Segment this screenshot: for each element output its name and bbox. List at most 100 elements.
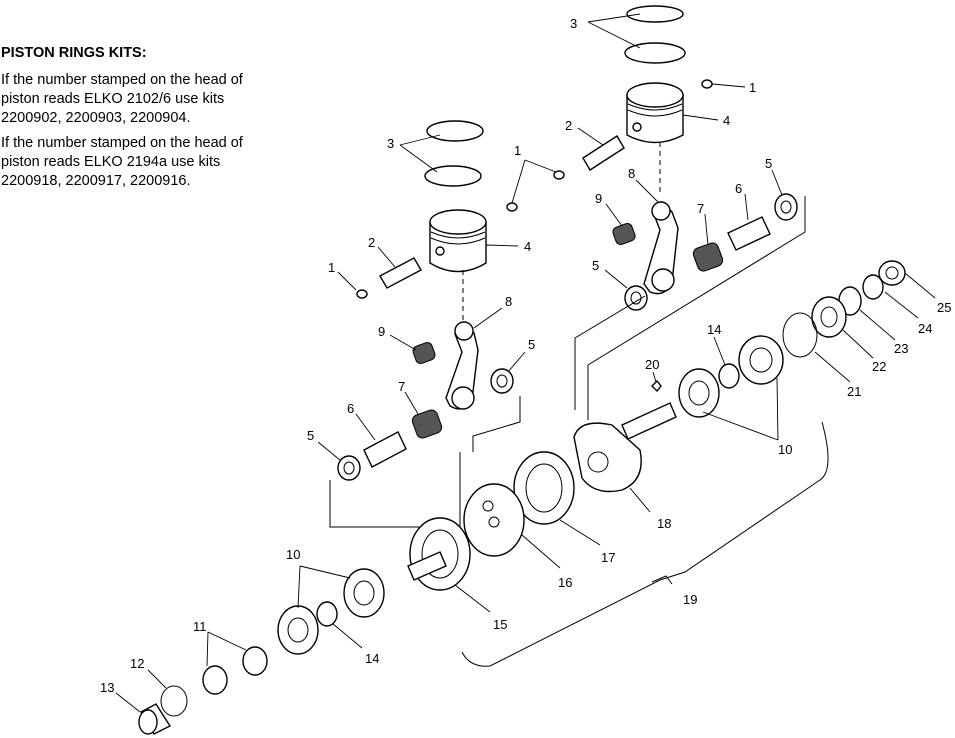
washer-11-left bbox=[202, 665, 228, 695]
needle-bearing-left-big bbox=[411, 409, 443, 439]
seal-13-face bbox=[138, 709, 158, 735]
piston-ring-top-2 bbox=[624, 42, 686, 64]
callout-22: 22 bbox=[872, 359, 886, 374]
crank-web-15-inner bbox=[421, 529, 459, 579]
rod-big-end-upper bbox=[651, 268, 675, 292]
circlip-left-right bbox=[506, 202, 518, 212]
callout-8-left: 8 bbox=[505, 294, 512, 309]
piston-ring-left-2 bbox=[424, 165, 482, 187]
leader-21 bbox=[814, 351, 851, 383]
callout-11: 11 bbox=[193, 619, 207, 634]
guide-upper-left bbox=[574, 295, 646, 410]
thrust-washer-left-right bbox=[490, 368, 514, 394]
callout-7-top: 7 bbox=[697, 201, 704, 216]
piston-pin-upper bbox=[582, 135, 625, 171]
leader-25 bbox=[904, 272, 936, 299]
leader-2-left bbox=[377, 246, 396, 268]
piston-rings-notes: PISTON RINGS KITS: If the number stamped… bbox=[1, 44, 276, 197]
callout-4-top: 4 bbox=[723, 113, 730, 128]
leader-13 bbox=[115, 692, 141, 713]
piston-left-pin-hole bbox=[435, 246, 445, 256]
callout-3-top: 3 bbox=[570, 16, 577, 31]
notes-paragraph-elko-2194a: If the number stamped on the head of pis… bbox=[1, 134, 276, 191]
crankshaft-assembly bbox=[138, 260, 906, 735]
callout-15: 15 bbox=[493, 617, 507, 632]
thrust-washer-upper-right-hole bbox=[780, 200, 792, 214]
callout-13: 13 bbox=[100, 680, 114, 695]
crankshaft-right-web-18 bbox=[573, 422, 642, 493]
leader-3-top bbox=[587, 13, 641, 49]
leader-lines bbox=[115, 13, 936, 713]
notes-title: PISTON RINGS KITS: bbox=[1, 45, 147, 61]
callout-23: 23 bbox=[894, 341, 908, 356]
crankshaft-right-journal bbox=[621, 402, 677, 440]
leader-12 bbox=[147, 669, 167, 689]
needle-bearing-upper-small bbox=[612, 223, 636, 245]
callout-20: 20 bbox=[645, 357, 659, 372]
callout-5-left-right: 5 bbox=[528, 337, 535, 352]
callout-5-top-right: 5 bbox=[765, 156, 772, 171]
leader-7-top bbox=[704, 213, 709, 246]
circlip-left-left bbox=[356, 289, 368, 299]
leader-9-left bbox=[389, 334, 417, 351]
leader-2-top bbox=[577, 127, 604, 146]
flywheel-17-inner bbox=[525, 463, 563, 513]
leader-4-top bbox=[682, 114, 719, 121]
guide-left-lower bbox=[329, 452, 461, 528]
leader-16 bbox=[521, 534, 561, 569]
needle-bearing-left-small bbox=[412, 342, 436, 364]
nut-24 bbox=[862, 274, 884, 300]
callout-2-top: 2 bbox=[565, 118, 572, 133]
leader-20 bbox=[652, 371, 657, 383]
leader-11 bbox=[206, 631, 247, 667]
bearing-10-right-outer-hole bbox=[749, 347, 773, 373]
callout-24: 24 bbox=[918, 321, 932, 336]
bearing-10-left-inner-hole bbox=[353, 580, 375, 606]
callout-4-left: 4 bbox=[524, 239, 531, 254]
notes-line: If the number stamped on the head of bbox=[1, 135, 243, 151]
crankshaft-right-web-hole bbox=[587, 451, 609, 473]
ring-22 bbox=[811, 296, 847, 338]
piston-left bbox=[429, 221, 487, 273]
leader-9-top bbox=[605, 203, 623, 227]
leader-5-left-right bbox=[507, 351, 526, 373]
callout-21: 21 bbox=[847, 384, 861, 399]
leader-24 bbox=[884, 291, 919, 319]
callout-6-top: 6 bbox=[735, 181, 742, 196]
piston-ring-top-1 bbox=[626, 5, 684, 23]
circlip-upper-right bbox=[701, 79, 713, 89]
lower-piston-assembly bbox=[337, 120, 518, 481]
notes-paragraph-elko-2102: If the number stamped on the head of pis… bbox=[1, 71, 276, 128]
callout-10-left: 10 bbox=[286, 547, 300, 562]
guide-upper-right bbox=[587, 196, 806, 420]
crank-web-16 bbox=[463, 483, 525, 557]
circlip-21 bbox=[782, 312, 818, 358]
piston-upper-pin-hole bbox=[632, 122, 642, 132]
callout-7-left: 7 bbox=[398, 379, 405, 394]
thrust-washer-left-bottom bbox=[337, 455, 361, 481]
leader-7-left bbox=[404, 391, 419, 415]
crank-web-16-hole-2 bbox=[488, 516, 500, 528]
leader-6-top bbox=[744, 193, 749, 221]
callout-8-top: 8 bbox=[628, 166, 635, 181]
leader-10-right bbox=[702, 377, 779, 441]
bearing-10-right-inner bbox=[678, 368, 720, 418]
assembly-guide-lines bbox=[329, 196, 806, 528]
callout-1-mid: 1 bbox=[514, 143, 521, 158]
leader-1-mid bbox=[511, 159, 557, 204]
leader-6-left bbox=[355, 413, 376, 441]
thrust-washer-left-right-hole bbox=[496, 374, 508, 388]
thrust-washer-upper-left bbox=[624, 285, 648, 311]
notes-line: 2200918, 2200917, 2200916. bbox=[1, 173, 191, 189]
callout-17: 17 bbox=[601, 550, 615, 565]
notes-line: If the number stamped on the head of bbox=[1, 72, 243, 88]
piston-left-crown bbox=[429, 209, 487, 235]
notes-line: piston reads ELKO 2102/6 use kits bbox=[1, 91, 225, 107]
leader-1-left bbox=[337, 271, 357, 291]
callout-9-left: 9 bbox=[378, 324, 385, 339]
leader-23 bbox=[859, 309, 896, 341]
piston-ring-left-1 bbox=[426, 120, 484, 142]
leader-18 bbox=[629, 487, 651, 513]
crankpin-upper bbox=[727, 216, 771, 251]
